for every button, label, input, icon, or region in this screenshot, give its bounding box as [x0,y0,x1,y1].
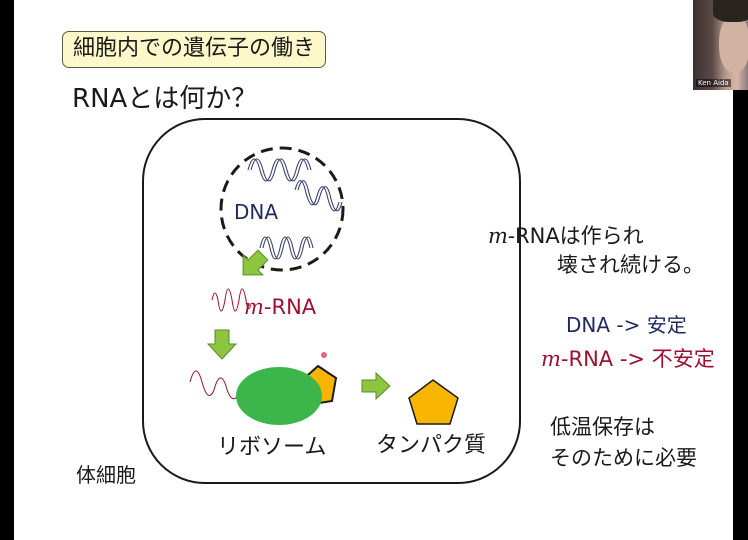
note-unstable-suffix: -RNA -> 不安定 [560,347,715,371]
note-mrna-prefix: m- [488,224,516,248]
arrow-down-left-icon [242,249,269,276]
laser-pointer-dot [321,352,327,358]
note-mrna-made: m-RNAは作られ [488,226,644,247]
participant-hair [713,0,748,22]
mrna-suffix: -RNA [263,295,317,319]
mrna-label: m-RNA [244,297,316,318]
nucleus-outline [219,146,345,272]
webcam-thumbnail[interactable]: Ken Aida [693,0,748,90]
slide-title: 細胞内での遺伝子の働き [62,31,327,68]
nucleus-dna-label: DNA [234,200,279,224]
protein-label: タンパク質 [376,433,487,458]
mrna-prefix: m [244,295,264,319]
cell-outline [142,118,521,484]
participant-face [719,16,748,72]
note-cold-storage: 低温保存は [550,415,655,439]
arrow-right-icon [361,371,391,401]
note-dna-stable: DNA -> 安定 [566,313,687,337]
arrow-down-icon [206,329,238,360]
participant-name: Ken Aida [696,79,731,87]
protein-icon [408,379,459,425]
dna-helix-icon [247,158,343,260]
cell-label: 体細胞 [76,463,136,487]
slide [14,0,733,540]
note-mrna-suffix: RNAは作られ [515,224,644,248]
slide-subtitle: RNAとは何か？ [72,84,258,114]
mrna-on-ribosome-icon [189,370,241,400]
ribosome-icon [236,367,322,425]
ribosome-label: リボソーム [217,435,327,460]
mrna-strand-icon [211,288,252,312]
note-cold-storage-reason: そのために必要 [550,446,697,470]
note-mrna-unstable: m-RNA -> 不安定 [541,349,715,370]
note-mrna-destroyed: 壊され続ける。 [557,253,704,277]
note-unstable-prefix: m [541,347,561,371]
